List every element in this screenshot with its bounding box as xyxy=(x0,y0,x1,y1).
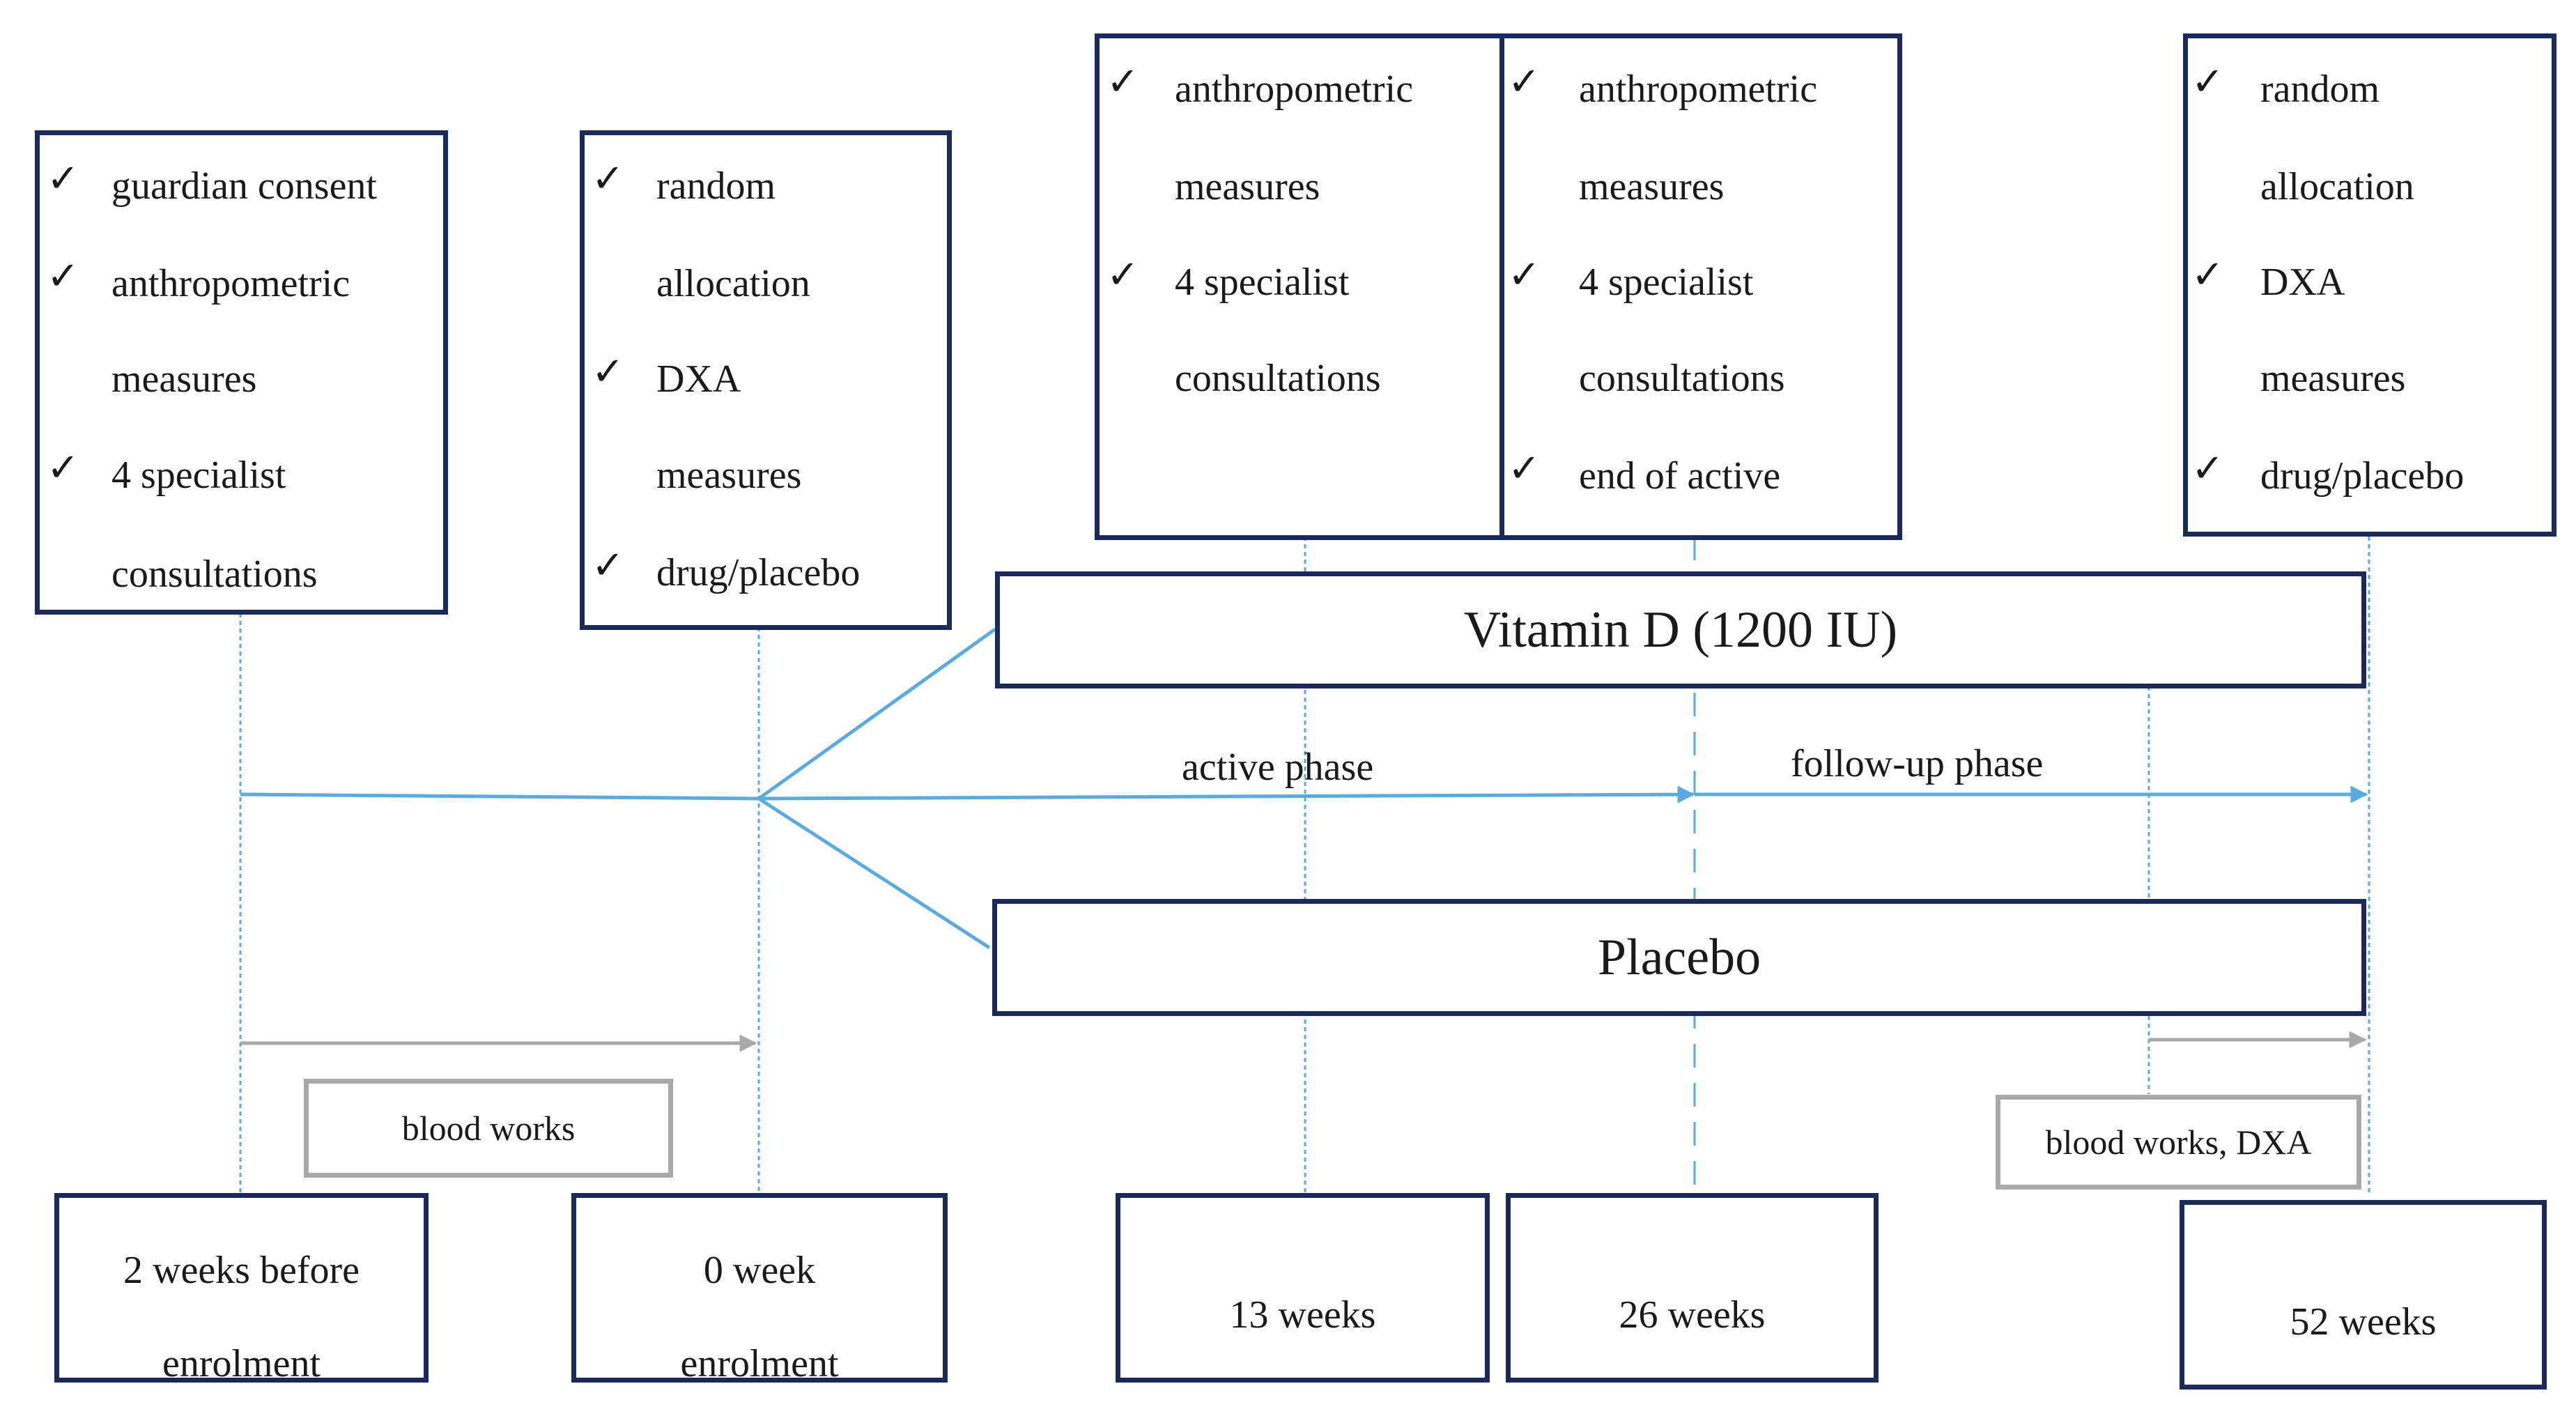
blood-works-box-first: blood works xyxy=(304,1079,673,1178)
box-line: consultations xyxy=(1579,357,1785,400)
time-label-line1: 13 weeks xyxy=(1229,1293,1376,1337)
box-line: anthropometric xyxy=(1579,68,1818,111)
box-line: measures xyxy=(1579,165,1725,208)
box-line: DXA xyxy=(656,357,741,401)
check-icon: ✓ xyxy=(1106,252,1139,298)
box-line: consultations xyxy=(111,553,318,596)
check-icon: ✓ xyxy=(1508,252,1541,298)
placebo-arm: Placebo xyxy=(992,899,2366,1016)
box-line: DXA xyxy=(2260,261,2345,304)
vitamin-d-arm: Vitamin D (1200 IU) xyxy=(995,571,2366,688)
check-icon: ✓ xyxy=(2191,446,2224,491)
check-icon: ✓ xyxy=(592,543,624,588)
check-icon: ✓ xyxy=(592,349,624,394)
box-line: anthropometric xyxy=(1175,68,1414,111)
time-label-line1: 26 weeks xyxy=(1619,1293,1766,1337)
check-icon: ✓ xyxy=(47,156,79,201)
box-line: consultations xyxy=(1175,357,1381,400)
box-line: guardian consent xyxy=(111,164,377,208)
top-box-week52: ✓ random allocation ✓ DXA measures ✓ dru… xyxy=(2183,33,2556,537)
followup-phase-label: follow-up phase xyxy=(1791,742,2044,785)
top-box-enrolment: ✓ random allocation ✓ DXA measures ✓ dru… xyxy=(580,130,952,630)
box-line: allocation xyxy=(2260,165,2414,208)
check-icon: ✓ xyxy=(1508,446,1541,491)
box-line: random xyxy=(656,164,776,208)
branch-to-placebo xyxy=(757,796,991,950)
box-line: measures xyxy=(111,357,257,401)
time-box-week0: 0 week enrolment xyxy=(571,1193,948,1383)
time-box-pre: 2 weeks before enrolment xyxy=(54,1193,429,1383)
time-box-week52: 52 weeks xyxy=(2180,1200,2547,1390)
check-icon: ✓ xyxy=(2191,252,2224,298)
box-line: 4 specialist xyxy=(1175,261,1350,304)
top-box-week26: ✓ anthropometric measures ✓ 4 specialist… xyxy=(1499,33,1902,540)
box-line: anthropometric xyxy=(111,262,350,305)
branch-to-vitamin xyxy=(757,627,996,801)
time-box-week13: 13 weeks xyxy=(1116,1193,1490,1383)
top-box-week13: ✓ anthropometric measures ✓ 4 specialist… xyxy=(1095,33,1504,540)
box-line: 4 specialist xyxy=(111,454,286,497)
box-line: 4 specialist xyxy=(1579,261,1754,304)
check-icon: ✓ xyxy=(1106,59,1139,105)
box-line: drug/placebo xyxy=(2260,454,2465,498)
check-icon: ✓ xyxy=(47,445,79,491)
box-line: measures xyxy=(2260,357,2406,400)
time-label-line1: 0 week xyxy=(703,1249,816,1292)
blood-works-box-last: blood works, DXA xyxy=(1996,1095,2361,1190)
active-phase-arrow xyxy=(758,785,1695,803)
box-line: random xyxy=(2260,68,2380,111)
active-phase-label: active phase xyxy=(1182,746,1374,789)
check-icon: ✓ xyxy=(47,254,79,299)
box-line: measures xyxy=(656,454,802,497)
placebo-label: Placebo xyxy=(1597,928,1761,986)
box-line: measures xyxy=(1175,165,1320,208)
time-label-line2: enrolment xyxy=(680,1342,839,1385)
time-label-line1: 2 weeks before xyxy=(123,1249,360,1292)
check-icon: ✓ xyxy=(2191,59,2224,105)
box-line: end of active xyxy=(1579,454,1781,498)
box-line: drug/placebo xyxy=(656,551,861,594)
time-box-week26: 26 weeks xyxy=(1506,1193,1879,1383)
time-label-line1: 52 weeks xyxy=(2290,1300,2437,1344)
check-icon: ✓ xyxy=(1508,59,1541,105)
top-box-screening: ✓ guardian consent ✓ anthropometric meas… xyxy=(35,130,448,615)
time-label-line2: enrolment xyxy=(162,1342,321,1385)
timeline-lead xyxy=(240,792,759,801)
vitamin-d-label: Vitamin D (1200 IU) xyxy=(1463,601,1898,659)
check-icon: ✓ xyxy=(592,156,624,201)
box-line: allocation xyxy=(656,262,810,305)
